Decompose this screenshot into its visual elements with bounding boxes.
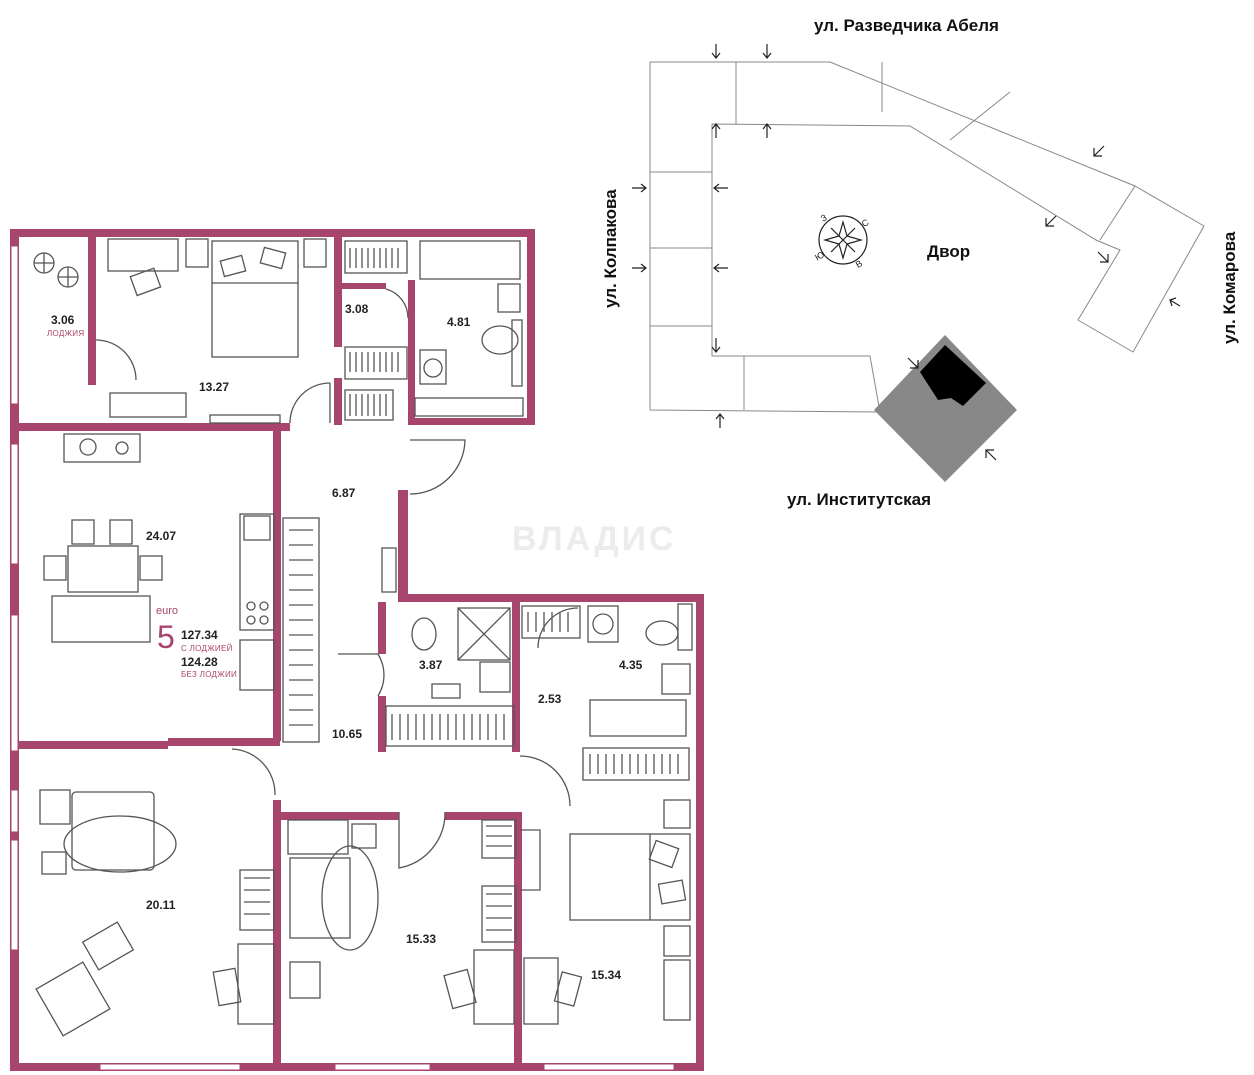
room-area-bedroom-right: 15.34	[591, 968, 622, 982]
street-left: ул. Колпакова	[601, 189, 620, 308]
furniture	[33, 238, 693, 1037]
room-area-bathroom-middle: 3.87	[419, 658, 443, 672]
entrance-arrows	[632, 44, 1181, 461]
site-buildings	[874, 335, 1017, 482]
windows	[10, 245, 675, 1071]
compass-icon	[818, 215, 868, 265]
street-bottom: ул. Институтская	[787, 490, 932, 509]
room-area-kitchen-living: 24.07	[146, 529, 177, 543]
room-area-bathroom-right: 4.35	[619, 658, 643, 672]
room-area-loggia: 3.06	[51, 313, 75, 327]
room-area-wardrobe-right: 2.53	[538, 692, 562, 706]
current-building	[920, 345, 986, 406]
apartment-type: euro	[156, 605, 179, 617]
room-area-bedroom-top: 13.27	[199, 380, 230, 394]
building-outline	[649, 61, 1205, 413]
apartment-rooms-count: 5	[157, 619, 175, 655]
room-area-bathroom-top: 4.81	[447, 315, 471, 329]
room-label-loggia: ЛОДЖИЯ	[47, 329, 85, 338]
watermark: ВЛАДИС	[512, 520, 677, 558]
area-without-loggia-label: БЕЗ ЛОДЖИИ	[181, 670, 238, 679]
area-with-loggia: 127.34	[181, 628, 218, 642]
room-area-wardrobe-top: 3.08	[345, 302, 369, 316]
street-right: ул. Комарова	[1220, 231, 1239, 344]
site-plan	[649, 61, 1205, 413]
area-with-loggia-label: С ЛОДЖИЕЙ	[181, 644, 233, 653]
walls	[10, 229, 704, 1071]
neighbor-building	[874, 335, 1017, 482]
room-area-hall: 6.87	[332, 486, 356, 500]
street-top: ул. Разведчика Абеля	[814, 16, 999, 35]
yard-label: Двор	[927, 242, 971, 261]
room-area-corridor: 10.65	[332, 727, 363, 741]
area-without-loggia: 124.28	[181, 655, 218, 669]
room-area-bedroom-left: 20.11	[146, 898, 176, 912]
room-area-bedroom-middle: 15.33	[406, 932, 437, 946]
